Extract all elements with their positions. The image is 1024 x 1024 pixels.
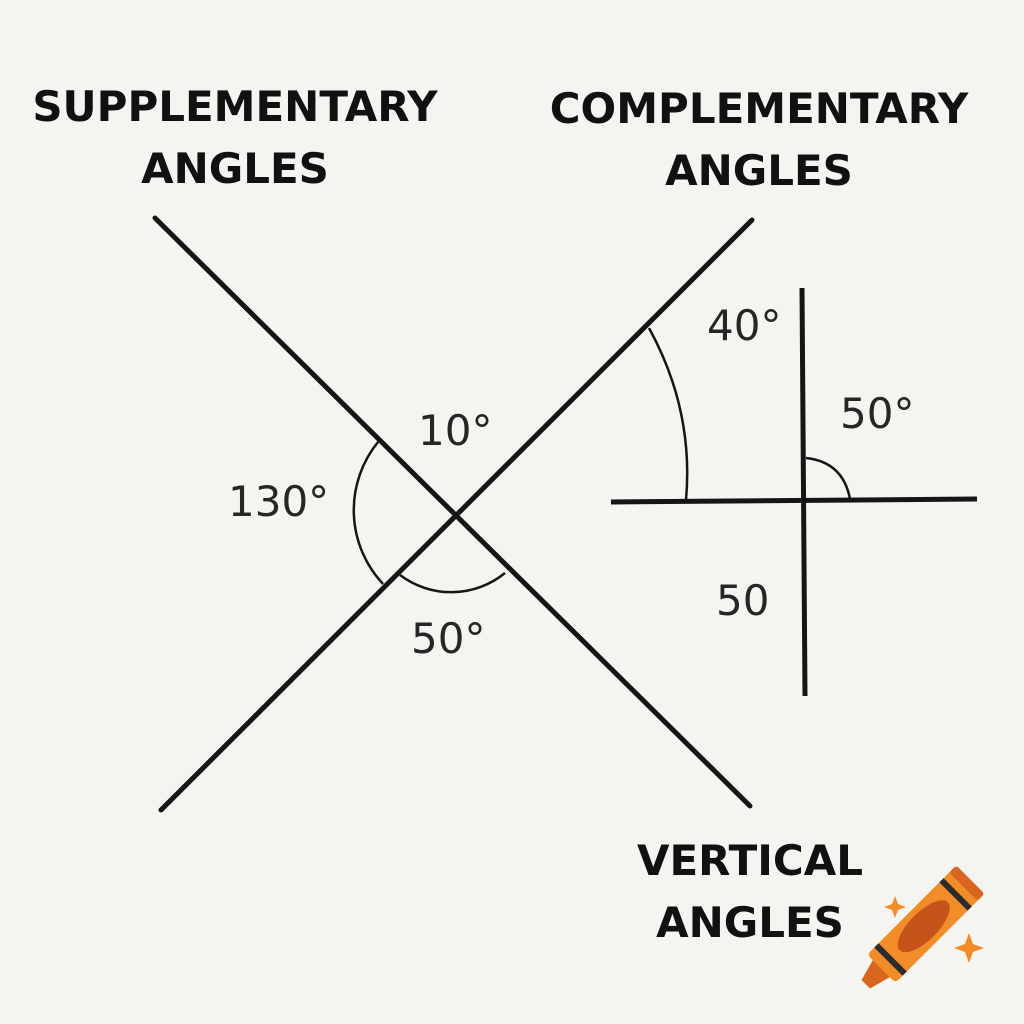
title-line: SUPPLEMENTARY [32, 82, 438, 131]
arc-50-bottom [399, 572, 506, 594]
arc-40 [647, 327, 689, 501]
title-line: ANGLES [141, 144, 329, 193]
angle-label-130: 130° [228, 477, 330, 526]
arc-130 [352, 441, 384, 585]
vertical-line [799, 287, 808, 697]
title-supplementary-angles: SUPPLEMENTARY ANGLES [20, 76, 450, 200]
horizontal-line [610, 496, 978, 505]
line-ascending [158, 217, 755, 813]
title-vertical-angles: VERTICAL ANGLES [620, 830, 880, 954]
angle-label-50-right: 50° [840, 389, 915, 438]
line-descending [152, 215, 753, 809]
angle-label-50-bottom: 50° [411, 614, 486, 663]
angle-label-10: 10° [418, 406, 493, 455]
title-line: ANGLES [665, 146, 853, 195]
angle-label-50-lower: 50 [716, 576, 770, 625]
sparkle-icon [954, 933, 984, 963]
angle-label-40: 40° [707, 301, 782, 350]
crayon-icon [861, 866, 984, 989]
title-line: ANGLES [656, 898, 844, 947]
title-line: VERTICAL [636, 836, 864, 885]
title-complementary-angles: COMPLEMENTARY ANGLES [528, 78, 990, 202]
sparkle-icon [884, 896, 906, 918]
arc-50-small [805, 456, 852, 500]
title-line: COMPLEMENTARY [549, 84, 969, 133]
